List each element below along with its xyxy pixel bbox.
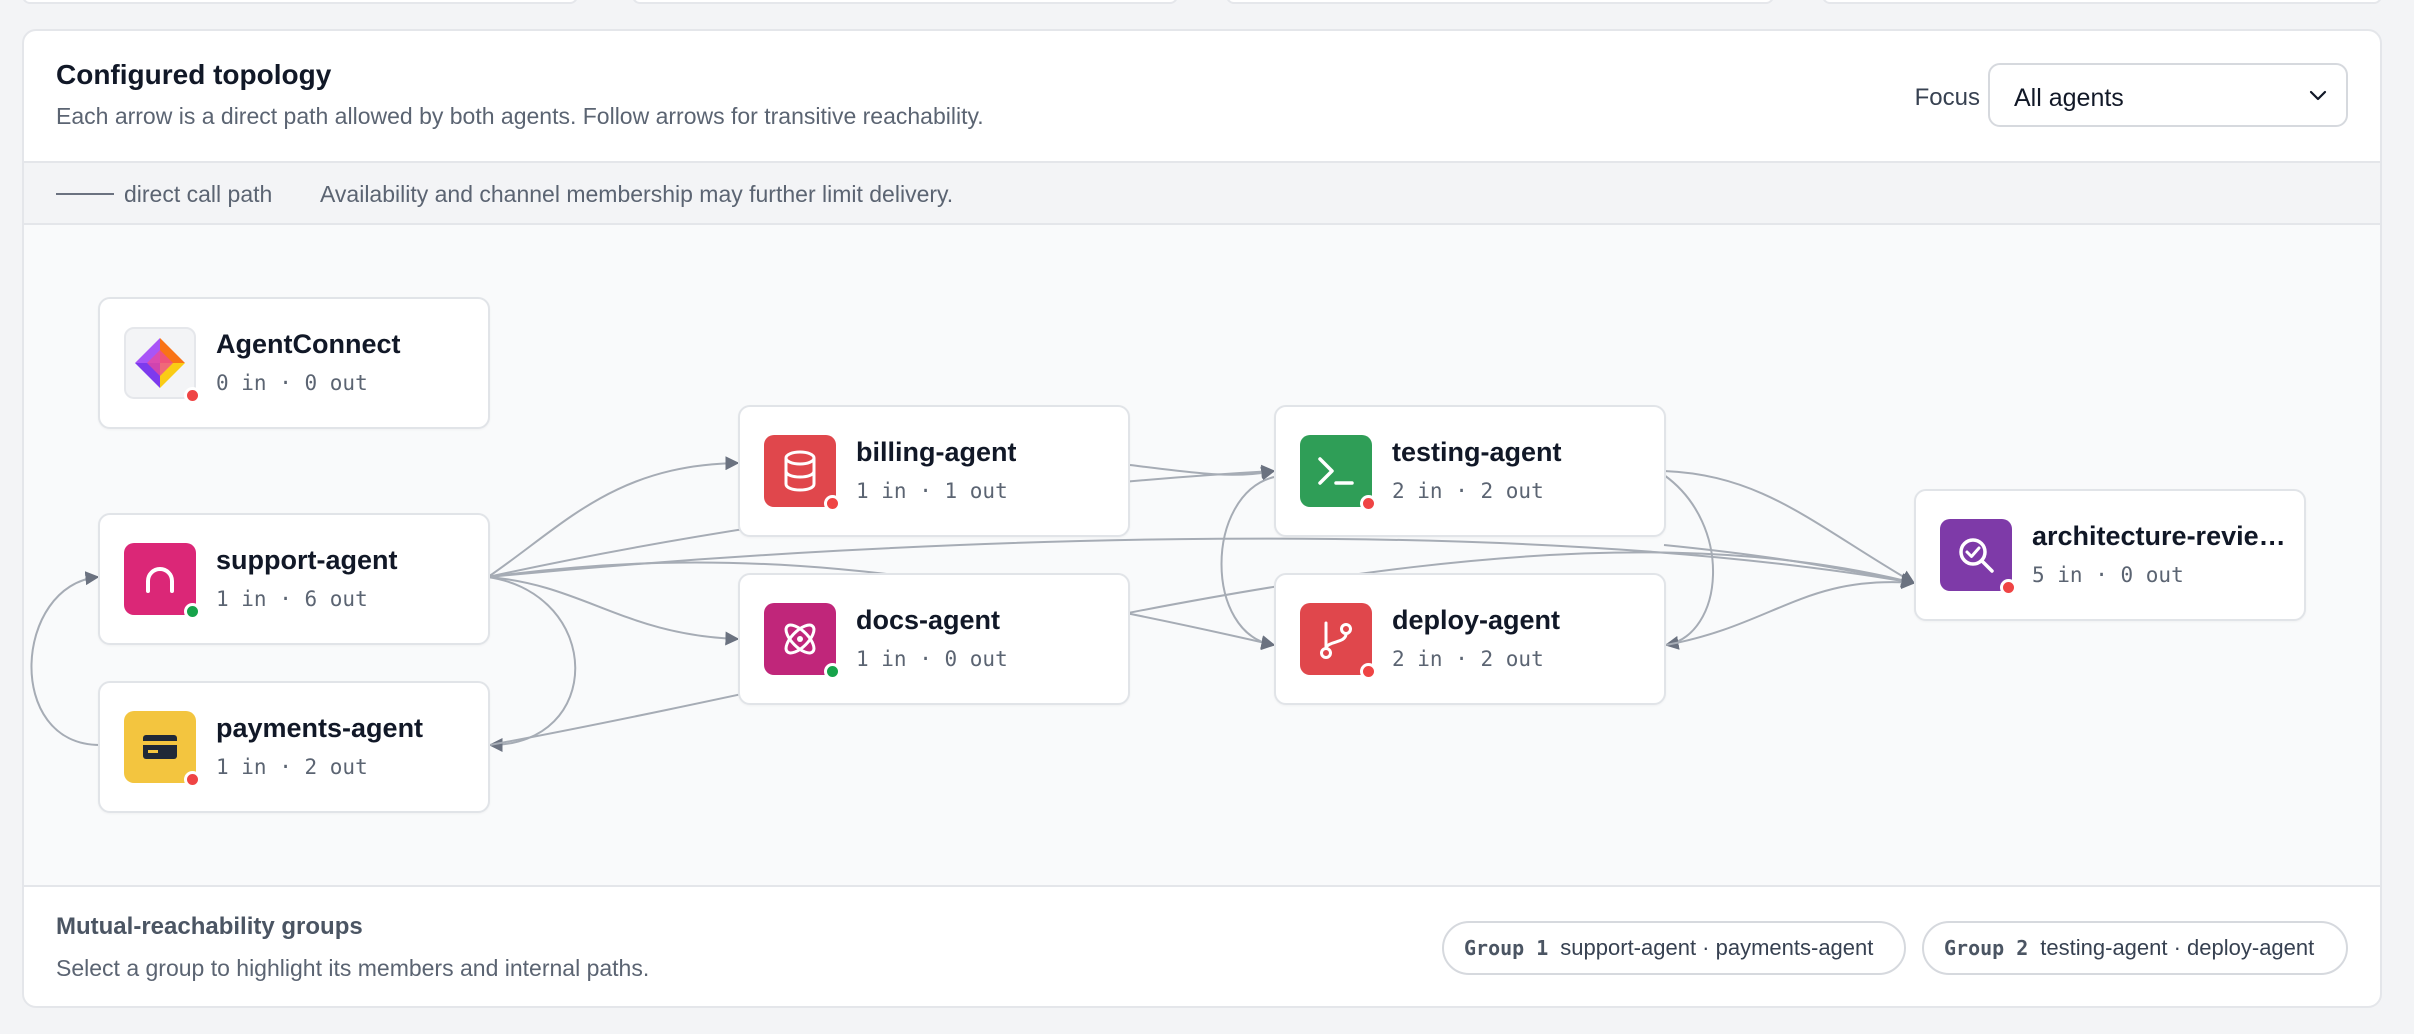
chevron-down-icon (2309, 90, 2327, 101)
card-stub (1822, 0, 2382, 4)
node-architecture-review-agent[interactable]: architecture-review-agent 5 in · 0 out (1914, 489, 2306, 621)
panel-title: Configured topology (56, 59, 332, 90)
database-icon (764, 435, 836, 507)
edge-payments-arch (489, 551, 1916, 746)
credit-card-icon (124, 711, 196, 783)
groups-title: Mutual-reachability groups (56, 913, 363, 940)
node-counts: 1 in · 6 out (216, 587, 368, 611)
node-deploy-agent[interactable]: deploy-agent 2 in · 2 out (1274, 573, 1666, 705)
edge-testing-arch (1663, 470, 1916, 584)
node-name: deploy-agent (1392, 605, 1561, 635)
agentconnect-logo-icon (124, 327, 196, 399)
status-dot (1360, 663, 1377, 680)
status-dot (1360, 495, 1377, 512)
card-stub (1226, 0, 1774, 4)
edge-testing-arch-2 (1663, 544, 1916, 588)
card-stub (22, 0, 578, 4)
edge-support-arch (487, 537, 1916, 588)
legend-line-swatch (56, 193, 114, 195)
node-name: architecture-review-agent (2032, 521, 2294, 551)
git-branch-icon (1300, 603, 1372, 675)
edge-support-deploy (487, 561, 1276, 650)
node-testing-agent[interactable]: testing-agent 2 in · 2 out (1274, 405, 1666, 537)
panel-header: Configured topology Each arrow is a dire… (24, 31, 2380, 161)
group-chip-members: support-agent · payments-agent (1560, 935, 1874, 960)
node-agentconnect[interactable]: AgentConnect 0 in · 0 out (98, 297, 490, 429)
terminal-icon (1300, 435, 1372, 507)
legend-note: Availability and channel membership may … (320, 181, 954, 207)
status-dot (824, 495, 841, 512)
edge-support-billing (487, 456, 740, 578)
node-counts: 1 in · 0 out (856, 647, 1008, 671)
node-counts: 2 in · 2 out (1392, 647, 1544, 671)
topology-panel: Configured topology Each arrow is a dire… (22, 29, 2382, 1008)
edge-billing-testing (1129, 464, 1276, 481)
node-name: payments-agent (216, 713, 424, 743)
groups-footer: Mutual-reachability groups Select a grou… (24, 885, 2380, 1006)
edge-support-docs (487, 576, 740, 646)
groups-subtitle: Select a group to highlight its members … (56, 955, 650, 981)
focus-select[interactable]: All agents (1988, 63, 2348, 127)
node-support-agent[interactable]: support-agent 1 in · 6 out (98, 513, 490, 645)
group-chip-label: Group 2 (1944, 936, 2029, 960)
edge-deploy-testing (1663, 474, 1714, 650)
topology-canvas[interactable]: AgentConnect 0 in · 0 out support-agent … (24, 225, 2380, 885)
edge-layer (30, 456, 1916, 752)
status-dot (824, 663, 841, 680)
card-stub (632, 0, 1178, 4)
focus-select-value: All agents (2014, 84, 2124, 112)
node-name: docs-agent (856, 605, 1001, 635)
node-payments-agent[interactable]: payments-agent 1 in · 2 out (98, 681, 490, 813)
group-chip-label: Group 1 (1464, 936, 1549, 960)
node-counts: 0 in · 0 out (216, 371, 368, 395)
edge-deploy-arch (1665, 575, 1916, 646)
node-name: AgentConnect (216, 329, 401, 359)
node-name: billing-agent (856, 437, 1017, 467)
legend-line-label: direct call path (124, 181, 273, 207)
node-docs-agent[interactable]: docs-agent 1 in · 0 out (738, 573, 1130, 705)
headset-icon (124, 543, 196, 615)
node-counts: 5 in · 0 out (2032, 563, 2184, 587)
node-counts: 1 in · 2 out (216, 755, 368, 779)
group-chip-members: testing-agent · deploy-agent (2040, 935, 2315, 960)
edge-testing-deploy (1220, 476, 1276, 651)
search-check-icon (1940, 519, 2012, 591)
group-chip-1[interactable]: Group 1 support-agent · payments-agent (1442, 921, 1906, 975)
legend-bar: direct call path Availability and channe… (24, 161, 2380, 225)
focus-label: Focus (1914, 84, 1980, 111)
atom-icon (764, 603, 836, 675)
status-dot (184, 387, 201, 404)
node-name: testing-agent (1392, 437, 1562, 467)
edge-payments-support (30, 571, 101, 746)
node-counts: 1 in · 1 out (856, 479, 1008, 503)
status-dot (184, 771, 201, 788)
node-counts: 2 in · 2 out (1392, 479, 1544, 503)
status-dot (2000, 579, 2017, 596)
panel-subtitle: Each arrow is a direct path allowed by b… (56, 103, 984, 129)
status-dot (184, 603, 201, 620)
node-name: support-agent (216, 545, 398, 575)
group-chip-2[interactable]: Group 2 testing-agent · deploy-agent (1922, 921, 2348, 975)
edge-support-payments (487, 576, 577, 752)
node-billing-agent[interactable]: billing-agent 1 in · 1 out (738, 405, 1130, 537)
